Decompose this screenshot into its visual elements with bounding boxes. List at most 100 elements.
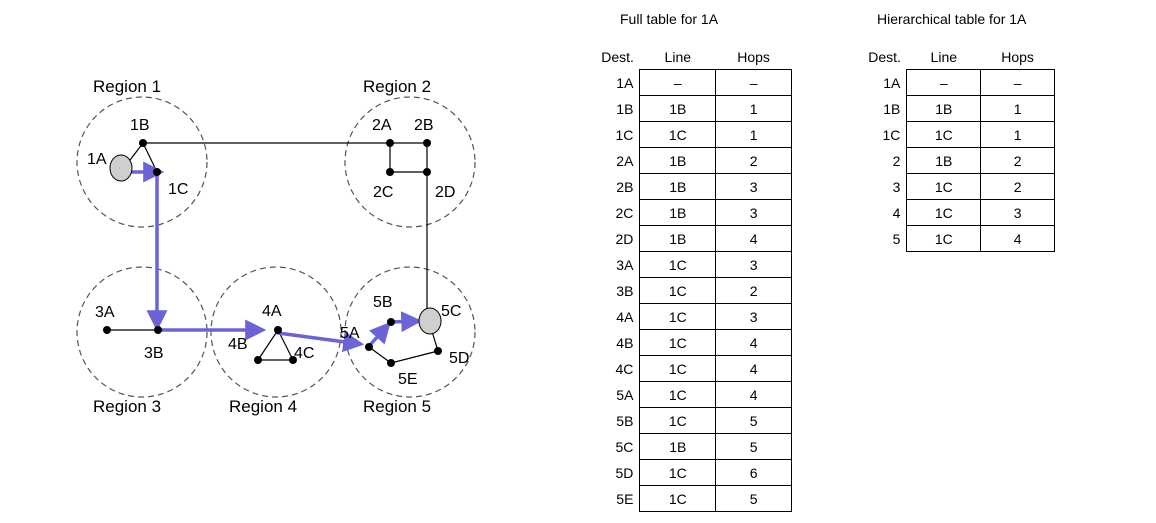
network-diagram: Region 1 Region 2 Region 3 Region 4 Regi… <box>76 77 476 416</box>
node-label-5c: 5C <box>441 303 461 320</box>
router-2a <box>386 139 394 147</box>
cell-dest: 2A <box>616 152 634 169</box>
cell-hops: 4 <box>715 355 792 382</box>
cell-dest: 1C <box>615 126 634 143</box>
route-4b-5a <box>276 331 365 353</box>
cell-dest: 3 <box>892 178 901 195</box>
cell-hops: 5 <box>715 407 792 434</box>
link-5a-5e <box>368 346 392 364</box>
region-3-circle <box>76 266 208 398</box>
router-5e <box>387 359 395 367</box>
cell-hops: 3 <box>980 199 1055 226</box>
cell-hops: 4 <box>715 329 792 356</box>
cell-hops: – <box>715 69 792 96</box>
cell-hops: 1 <box>715 95 792 122</box>
cell-line: 1B <box>639 433 717 460</box>
cell-line: 1B <box>639 199 717 226</box>
cell-dest: 4A <box>616 308 634 325</box>
full-header-dest: Dest. <box>601 49 634 66</box>
cell-line: 1B <box>639 95 717 122</box>
full-table-caption: Full table for 1A <box>620 11 719 27</box>
router-5a <box>365 343 373 351</box>
cell-dest: 1C <box>882 126 901 143</box>
cell-line: 1C <box>639 407 717 434</box>
cell-line: 1B <box>906 95 982 122</box>
full-header-line: Line <box>664 49 692 65</box>
cell-line: 1C <box>639 329 717 356</box>
node-label-5b: 5B <box>373 294 393 311</box>
router-4a <box>274 326 282 334</box>
region-4-circle <box>210 266 342 398</box>
route-5a-5b <box>368 321 391 347</box>
node-label-1b: 1B <box>130 117 150 134</box>
cell-dest: 1B <box>883 100 901 117</box>
node-label-2d: 2D <box>435 184 455 201</box>
cell-line: 1C <box>639 355 717 382</box>
cell-line: 1C <box>639 303 717 330</box>
table-row: 1A–– <box>582 69 792 96</box>
cell-hops: 5 <box>715 485 792 512</box>
cell-dest: 5A <box>616 386 634 403</box>
destination-host-5c <box>418 307 442 335</box>
cell-dest: 4B <box>616 334 634 351</box>
cell-dest: 1A <box>616 74 634 91</box>
cell-line: 1C <box>639 381 717 408</box>
cell-line: 1C <box>906 121 982 148</box>
node-label-1a: 1A <box>87 151 107 168</box>
cell-line: – <box>906 69 982 96</box>
router-4c <box>289 356 297 364</box>
cell-line: 1B <box>906 147 982 174</box>
router-1b <box>139 139 147 147</box>
cell-hops: 3 <box>715 173 792 200</box>
router-2d <box>423 168 431 176</box>
cell-dest: 5D <box>615 464 634 481</box>
cell-dest: 2D <box>615 230 634 247</box>
node-label-1c: 1C <box>168 181 188 198</box>
link-4a-4b <box>257 329 279 361</box>
cell-line: 1C <box>906 173 982 200</box>
hier-header-hops: Hops <box>1001 49 1034 65</box>
cell-line: 1B <box>639 147 717 174</box>
router-2b <box>423 139 431 147</box>
source-host-1a <box>109 154 133 182</box>
cell-hops: 6 <box>715 459 792 486</box>
link-5e-5d <box>390 350 439 364</box>
node-label-5a: 5A <box>340 325 360 342</box>
cell-dest: 5B <box>616 412 634 429</box>
node-label-4c: 4C <box>294 345 314 362</box>
node-label-2c: 2C <box>373 184 393 201</box>
cell-dest: 4 <box>892 204 901 221</box>
cell-line: 1C <box>639 277 717 304</box>
cell-dest: 5C <box>615 438 634 455</box>
router-5b <box>387 318 395 326</box>
region-3-label: Region 3 <box>93 397 161 416</box>
router-3b <box>154 326 162 334</box>
cell-line: 1B <box>639 173 717 200</box>
router-4b <box>254 356 262 364</box>
router-3a <box>103 326 111 334</box>
router-5d <box>434 347 442 355</box>
cell-dest: 2C <box>615 204 634 221</box>
node-label-5e: 5E <box>398 371 418 388</box>
router-1c <box>153 168 161 176</box>
cell-line: 1C <box>639 485 717 512</box>
cell-dest: 2B <box>616 178 634 195</box>
node-label-2a: 2A <box>372 117 392 134</box>
